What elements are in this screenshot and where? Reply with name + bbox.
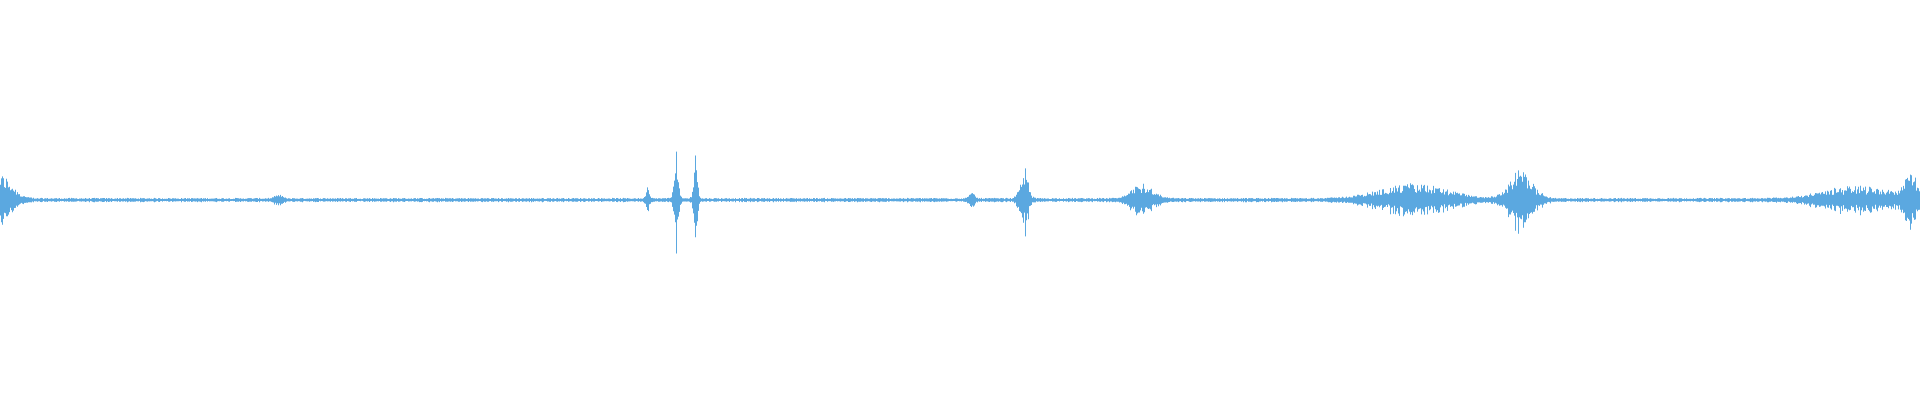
waveform-path bbox=[0, 151, 1920, 254]
